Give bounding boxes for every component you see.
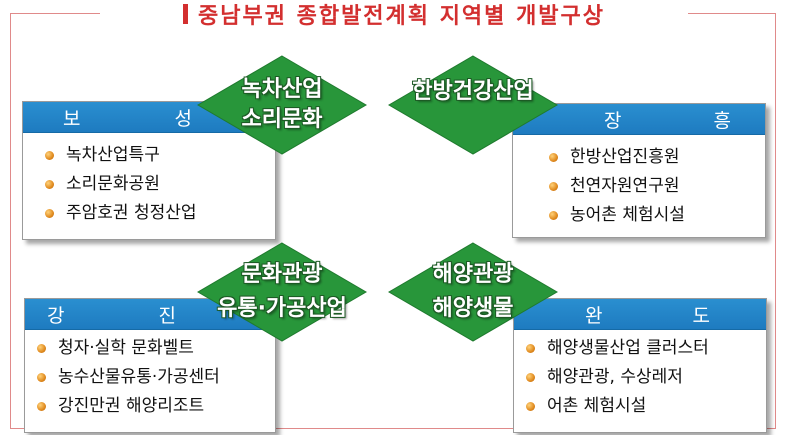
bullet-icon bbox=[45, 151, 54, 160]
region-name-char: 성 bbox=[174, 107, 192, 130]
region-list-wando: 해양생물산업 클러스터 해양관광, 수상레저 어촌 체험시설 bbox=[514, 330, 766, 421]
bullet-icon bbox=[549, 153, 558, 162]
bullet-icon bbox=[526, 402, 535, 411]
region-name-char: 보 bbox=[63, 107, 81, 130]
list-item: 농수산물유통·가공센터 bbox=[37, 363, 275, 392]
diamond-shape bbox=[197, 242, 367, 342]
region-list-gangjin: 청자·실학 문화벨트 농수산물유통·가공센터 강진만권 해양리조트 bbox=[25, 330, 275, 421]
list-item: 청자·실학 문화벨트 bbox=[37, 334, 275, 363]
region-list-boseong: 녹차산업특구 소리문화공원 주암호권 청정산업 bbox=[23, 133, 275, 228]
bullet-icon bbox=[45, 209, 54, 218]
list-item: 주암호권 청정산업 bbox=[45, 199, 275, 228]
list-item: 해양관광, 수상레저 bbox=[526, 363, 766, 392]
region-name-char: 도 bbox=[692, 304, 710, 327]
list-item: 강진만권 해양리조트 bbox=[37, 392, 275, 421]
region-box-gangjin: 강 진 청자·실학 문화벨트 농수산물유통·가공센터 강진만권 해양리조트 bbox=[24, 298, 276, 433]
bullet-icon bbox=[45, 180, 54, 189]
region-box-wando: 완 도 해양생물산업 클러스터 해양관광, 수상레저 어촌 체험시설 bbox=[513, 298, 767, 433]
bullet-icon bbox=[549, 211, 558, 220]
region-list-jangheung: 한방산업진흥원 천연자원연구원 농어촌 체험시설 bbox=[513, 135, 765, 230]
diamond-tea-sound: 녹차산업 소리문화 bbox=[197, 55, 367, 155]
region-name-char: 흥 bbox=[713, 109, 731, 132]
bullet-icon bbox=[526, 344, 535, 353]
list-item: 소리문화공원 bbox=[45, 170, 275, 199]
diamond-shape bbox=[388, 55, 558, 155]
title-marker bbox=[182, 4, 188, 24]
diamond-shape bbox=[388, 242, 558, 342]
diamond-label: 해양관광 해양생물 bbox=[432, 262, 514, 321]
diamond-oriental-medicine: 한방건강산업 bbox=[388, 55, 558, 155]
list-item: 한방산업진흥원 bbox=[549, 143, 765, 172]
list-item: 농어촌 체험시설 bbox=[549, 201, 765, 230]
region-name-char: 장 bbox=[604, 109, 622, 132]
bullet-icon bbox=[526, 373, 535, 382]
bullet-icon bbox=[37, 373, 46, 382]
list-item: 해양생물산업 클러스터 bbox=[526, 334, 766, 363]
region-box-boseong: 보 성 녹차산업특구 소리문화공원 주암호권 청정산업 bbox=[22, 101, 276, 240]
bullet-icon bbox=[37, 402, 46, 411]
region-name-char: 강 bbox=[47, 304, 65, 327]
list-item: 어촌 체험시설 bbox=[526, 392, 766, 421]
list-item: 천연자원연구원 bbox=[549, 172, 765, 201]
region-name-char: 진 bbox=[158, 304, 176, 327]
region-header-jangheung: 장 흥 bbox=[513, 104, 765, 135]
page-title: 중남부권 종합발전계획 지역별 개발구상 bbox=[197, 4, 606, 29]
list-item: 녹차산업특구 bbox=[45, 141, 275, 170]
region-name-char: 완 bbox=[585, 304, 603, 327]
region-box-jangheung: 장 흥 한방산업진흥원 천연자원연구원 농어촌 체험시설 bbox=[512, 103, 766, 238]
diamond-label: 녹차산업 소리문화 bbox=[241, 77, 323, 132]
diamond-label: 한방건강산업 bbox=[412, 79, 534, 104]
diamond-shape bbox=[197, 55, 367, 155]
bullet-icon bbox=[549, 182, 558, 191]
diamond-label: 문화관광 유통·가공산업 bbox=[217, 262, 347, 321]
region-header-wando: 완 도 bbox=[514, 299, 766, 330]
diamond-marine: 해양관광 해양생물 bbox=[388, 242, 558, 342]
title-area: 중남부권 종합발전계획 지역별 개발구상 bbox=[100, 0, 688, 29]
bullet-icon bbox=[37, 344, 46, 353]
diamond-culture-distribution: 문화관광 유통·가공산업 bbox=[197, 242, 367, 342]
